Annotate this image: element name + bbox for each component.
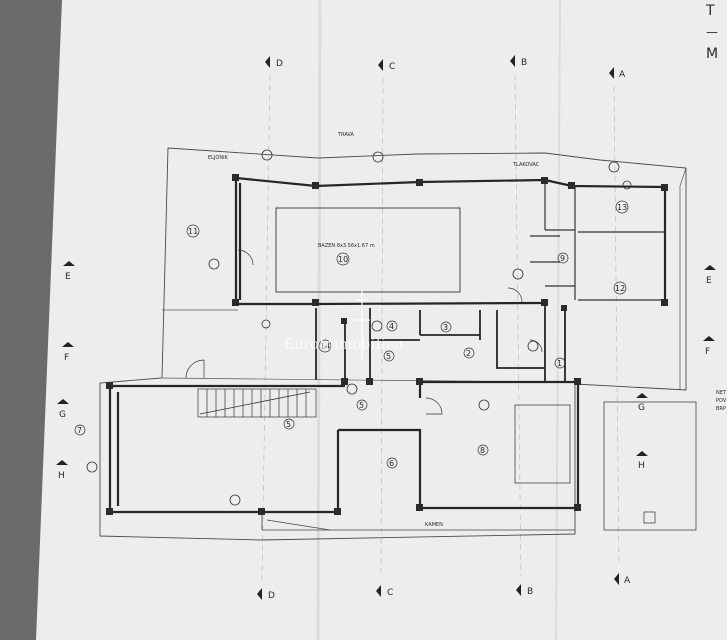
section-marker-left-f: F: [62, 342, 74, 363]
adjacent-plot-inner: [643, 511, 656, 524]
svg-text:H: H: [638, 461, 645, 471]
adjacent-plot-box: [603, 401, 697, 531]
legend-net: NET: [716, 390, 727, 396]
section-marker-top-c: C: [378, 59, 395, 72]
section-marker-right-e: E: [704, 265, 716, 286]
room-number-14: 14: [318, 339, 332, 353]
section-marker-bottom-d: D: [257, 588, 275, 601]
structural-columns: [106, 174, 668, 515]
svg-text:F: F: [64, 353, 69, 363]
svg-text:9: 9: [560, 254, 565, 263]
section-marker-bottom-a: A: [614, 573, 631, 586]
room-number-6: 6: [386, 457, 398, 469]
room-number-8: 8: [477, 444, 489, 456]
svg-text:5: 5: [386, 352, 391, 361]
svg-text:6: 6: [389, 459, 394, 468]
svg-text:13: 13: [617, 203, 627, 212]
svg-text:B: B: [527, 587, 533, 597]
svg-text:8: 8: [480, 446, 485, 455]
svg-text:F: F: [705, 347, 710, 357]
svg-text:A: A: [624, 576, 631, 586]
room-number-12: 12: [613, 281, 627, 295]
svg-text:5: 5: [286, 420, 291, 429]
svg-text:10: 10: [338, 255, 348, 264]
pool-label: BAZEN 8x3.56x1.67 m: [318, 243, 375, 249]
svg-text:D: D: [276, 59, 283, 69]
room-number-5a: 5: [383, 350, 395, 362]
watermark-logo: EuroImmobilien: [284, 290, 403, 360]
sheet-header-m: M: [706, 46, 718, 62]
svg-text:12: 12: [615, 284, 625, 293]
svg-text:2: 2: [466, 349, 471, 358]
svg-text:14: 14: [320, 342, 330, 351]
staircase: [197, 388, 317, 418]
room-number-9: 9: [557, 252, 569, 264]
section-marker-left-e: E: [63, 261, 75, 282]
svg-text:E: E: [65, 272, 71, 282]
swimming-pool: [275, 207, 461, 293]
svg-text:D: D: [268, 591, 275, 601]
label-tlakovac: TLAKOVAC: [512, 162, 540, 168]
section-marker-right-f: F: [703, 336, 715, 357]
sheet-header-t: T: [705, 3, 715, 19]
upper-block-inner-walls: [530, 180, 665, 301]
room-number-5c: 5: [283, 418, 295, 430]
section-marker-top-d: D: [265, 56, 283, 69]
section-marker-left-h: H: [56, 460, 68, 481]
svg-text:E: E: [706, 276, 712, 286]
room-number-1: 1: [554, 357, 566, 369]
svg-text:C: C: [387, 588, 393, 598]
section-marker-right-h: H: [636, 451, 648, 471]
paper-fold-shadow: [316, 0, 322, 640]
svg-text:4: 4: [389, 322, 394, 331]
section-marker-top-a: A: [609, 67, 626, 80]
room-number-7: 7: [74, 424, 86, 436]
room-number-5b: 5: [356, 399, 368, 411]
svg-text:1: 1: [557, 359, 562, 368]
label-kamen: KAMEN: [425, 522, 443, 528]
room-number-2: 2: [463, 347, 475, 359]
room-number-13: 13: [615, 200, 629, 214]
sheet-header-dash: —: [706, 25, 718, 39]
room-number-10: 10: [336, 252, 350, 266]
section-marker-right-g: G: [636, 393, 648, 413]
paper-sheet: [36, 0, 727, 640]
door-swings: [185, 249, 543, 415]
lower-block-details: [261, 404, 575, 531]
svg-text:H: H: [58, 471, 65, 481]
svg-text:EuroImmobilien: EuroImmobilien: [284, 334, 403, 353]
fixture-circles: [86, 149, 632, 506]
svg-text:C: C: [389, 62, 395, 72]
room-number-11: 11: [186, 224, 200, 238]
section-marker-bottom-b: B: [516, 584, 533, 597]
section-marker-bottom-c: C: [376, 585, 393, 598]
room-number-3: 3: [440, 321, 452, 333]
svg-text:A: A: [619, 70, 626, 80]
section-marker-top-b: B: [510, 55, 527, 68]
legend-pov: POV: [716, 398, 727, 404]
svg-text:G: G: [59, 410, 66, 420]
svg-text:7: 7: [77, 426, 82, 435]
legend-brp: BRP: [716, 406, 726, 412]
label-maslinik: ELJONIK: [208, 155, 229, 161]
svg-text:5: 5: [359, 401, 364, 410]
svg-text:B: B: [521, 58, 527, 68]
room-number-4: 4: [386, 320, 398, 332]
label-trava: TRAVA: [337, 132, 355, 138]
plot-right-extension: [679, 167, 687, 390]
svg-text:G: G: [638, 403, 645, 413]
svg-text:11: 11: [188, 227, 198, 236]
svg-text:3: 3: [443, 323, 448, 332]
site-boundary: [99, 147, 687, 541]
section-marker-left-g: G: [57, 399, 69, 420]
paper-fold-shadow: [555, 0, 561, 640]
